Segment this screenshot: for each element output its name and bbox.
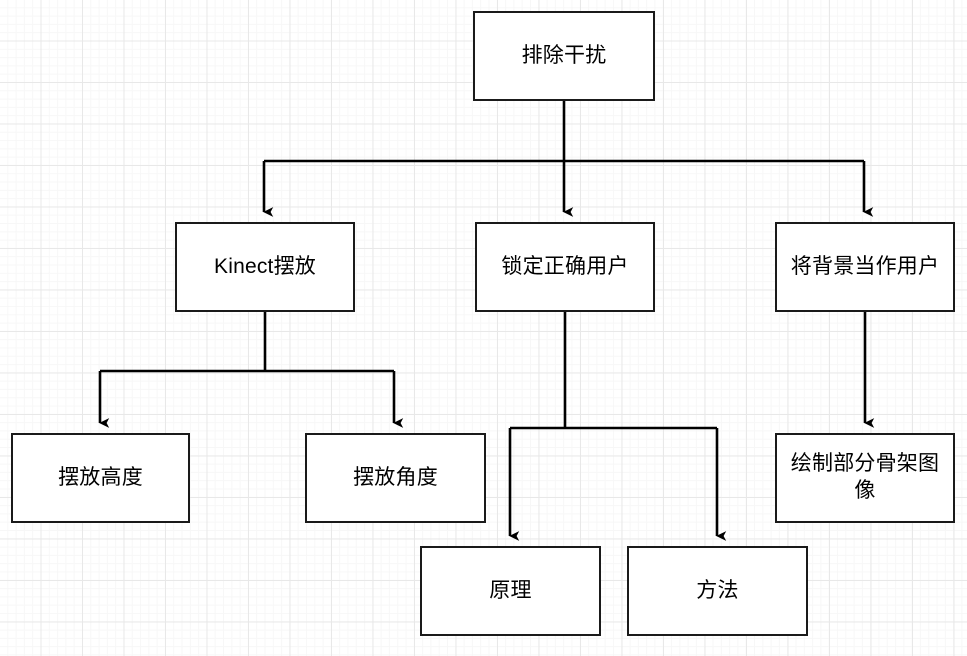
node-lock-correct-user[interactable]: 锁定正确用户 [475, 222, 655, 312]
node-placement-height-label: 摆放高度 [58, 465, 143, 489]
node-placement-height[interactable]: 摆放高度 [11, 433, 190, 523]
node-root-label: 排除干扰 [521, 43, 607, 67]
node-draw-partial-skeleton[interactable]: 绘制部分骨架图像 [775, 433, 955, 523]
node-principle-label: 原理 [489, 578, 532, 602]
node-kinect-placement[interactable]: Kinect摆放 [175, 222, 355, 312]
node-lock-correct-user-label: 锁定正确用户 [501, 254, 629, 278]
node-kinect-placement-label: Kinect摆放 [214, 254, 316, 278]
node-placement-angle[interactable]: 摆放角度 [305, 433, 486, 523]
node-placement-angle-label: 摆放角度 [353, 465, 438, 489]
node-principle[interactable]: 原理 [420, 546, 601, 636]
node-background-as-user-label: 将背景当作用户 [790, 254, 940, 278]
node-draw-partial-skeleton-label: 绘制部分骨架图像 [790, 452, 940, 502]
node-method[interactable]: 方法 [627, 546, 808, 636]
node-method-label: 方法 [696, 578, 739, 602]
node-background-as-user[interactable]: 将背景当作用户 [775, 222, 955, 312]
node-root[interactable]: 排除干扰 [473, 11, 655, 101]
